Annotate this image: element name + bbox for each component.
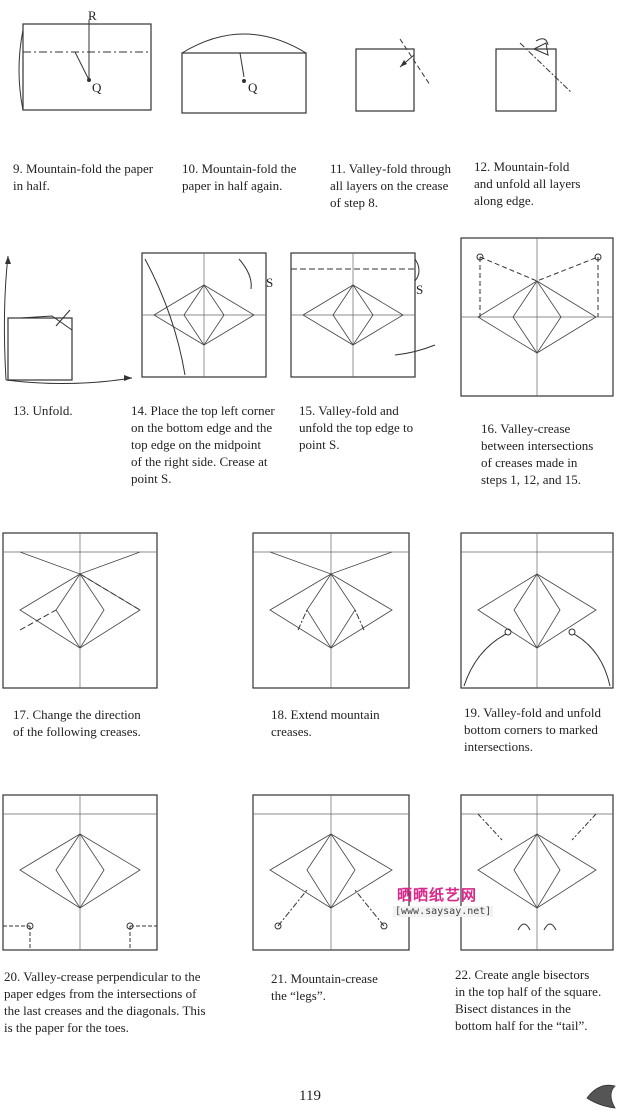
step-21-diagram [252,794,410,951]
label-q-2: Q [248,80,258,95]
caption-step-12: 12. Mountain-fold and unfold all layers … [474,159,581,208]
step-9-diagram [18,20,152,111]
caption-step-13: 13. Unfold. [13,403,73,418]
caption-step-16: 16. Valley-crease between intersections … [481,421,594,487]
caption-step-18: 18. Extend mountain creases. [271,707,380,739]
corner-fish-icon [586,1084,616,1109]
step-12-diagram [495,38,573,112]
step-22-diagram [460,794,614,951]
step-11-diagram [355,38,431,112]
caption-step-14: 14. Place the top left corner on the bot… [131,403,275,486]
caption-step-20: 20. Valley-crease perpendicular to the p… [4,969,206,1035]
step-19-diagram [460,532,614,689]
caption-step-10: 10. Mountain-fold the paper in half agai… [182,161,297,193]
step-13-diagram [3,255,133,385]
label-s-2: S [416,282,424,297]
step-15-diagram [290,252,436,378]
page-number: 119 [299,1088,321,1104]
watermark-url: [www.saysay.net] [393,906,494,917]
caption-step-17: 17. Change the direction of the followin… [13,707,141,739]
caption-step-22: 22. Create angle bisectors in the top ha… [455,967,602,1033]
caption-step-15: 15. Valley-fold and unfold the top edge … [299,403,414,452]
caption-step-21: 21. Mountain-crease the “legs”. [271,971,378,1003]
step-18-diagram [252,532,410,689]
caption-step-11: 11. Valley-fold through all layers on th… [330,161,451,210]
caption-step-9: 9. Mountain-fold the paper in half. [13,161,154,193]
step-10-diagram [181,33,307,114]
step-20-diagram [2,794,158,951]
watermark-title: 晒晒纸艺网 [397,886,478,904]
label-r: R [88,8,97,23]
step-16-diagram [460,237,614,397]
label-s: S [266,275,274,290]
step-14-diagram [141,252,267,378]
label-q: Q [92,80,102,95]
caption-step-19: 19. Valley-fold and unfold bottom corner… [464,705,601,754]
step-17-diagram [2,532,158,689]
